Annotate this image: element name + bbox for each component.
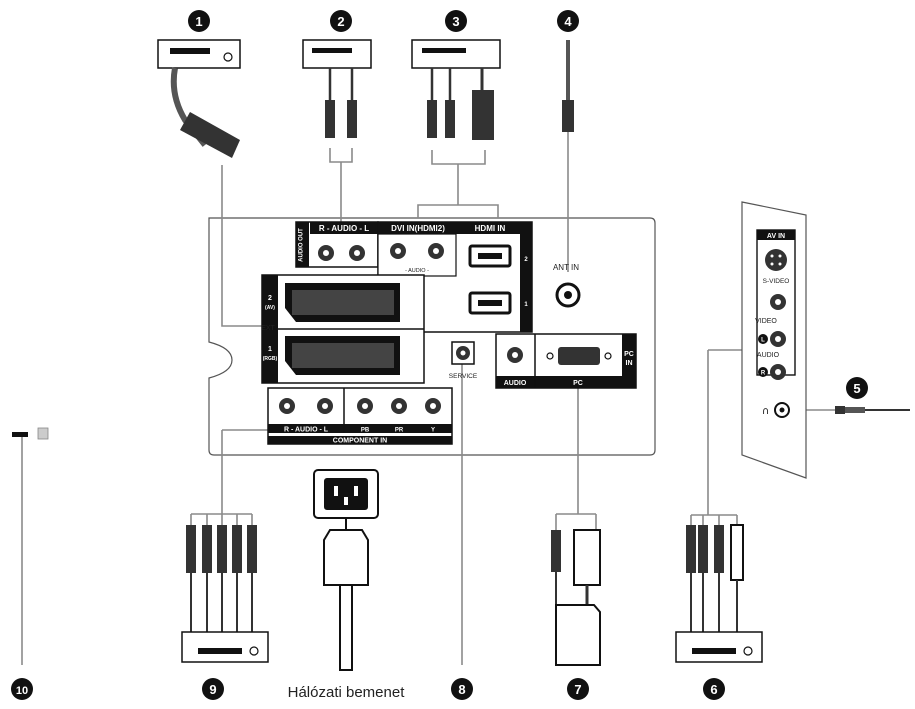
- kensington-slot[interactable]: [12, 432, 28, 437]
- s-video-label: S-VIDEO: [763, 278, 790, 285]
- service-block: SERVICE: [449, 341, 478, 380]
- svg-text:9: 9: [209, 682, 216, 697]
- s-video-jack[interactable]: [765, 249, 787, 271]
- ext-scart-block: 2 (AV) 1 (RGB) EXT: [261, 274, 425, 384]
- callout-2: 2: [330, 10, 352, 32]
- service-label: SERVICE: [449, 373, 478, 380]
- svg-text:7: 7: [574, 682, 581, 697]
- pc-audio-label: AUDIO: [504, 380, 527, 387]
- power-label: Hálózati bemenet: [288, 684, 406, 701]
- callout-1: 1: [188, 10, 210, 32]
- side-panel: AV IN S-VIDEO VIDEO L AUDIO R ∩: [741, 201, 807, 479]
- audio-out-rl-label: R - AUDIO - L: [319, 224, 369, 233]
- antenna-cable: [562, 40, 574, 132]
- leader-lines: [190, 132, 845, 665]
- ant-in-block: ANT IN: [553, 263, 581, 308]
- device-9-component: [181, 525, 269, 663]
- video-label: VIDEO: [755, 318, 777, 325]
- ext-2-sublabel: (AV): [265, 305, 275, 311]
- scart-plug: [180, 112, 240, 158]
- dvi-in-label: DVI IN(HDMI2): [391, 224, 445, 233]
- svg-text:3: 3: [452, 14, 459, 29]
- component-pb-label: PB: [361, 428, 370, 434]
- dvi-audio-plug-l: [445, 100, 455, 138]
- antenna-plug: [562, 100, 574, 132]
- ant-in-label: ANT IN: [553, 263, 579, 272]
- pc-label: PC: [573, 380, 583, 387]
- svg-text:8: 8: [458, 682, 465, 697]
- svg-text:5: 5: [853, 381, 860, 396]
- device-2-audio: [302, 39, 372, 138]
- rca-plug-l: [347, 100, 357, 138]
- hdmi-port-2-label: 2: [524, 257, 528, 263]
- hdmi-plug: [472, 90, 494, 140]
- device-6-av: [675, 524, 763, 663]
- component-y-label: Y: [431, 428, 435, 434]
- device-1-vcr: [157, 39, 241, 158]
- lock-icon: [37, 427, 49, 440]
- callout-4: 4: [557, 10, 579, 32]
- dvi-audio-plug-r: [427, 100, 437, 138]
- audio-out-block: AUDIO OUT R - AUDIO - L: [295, 221, 379, 268]
- rca-plug-r: [325, 100, 335, 138]
- pc-in-label-1: PC: [624, 351, 634, 358]
- headphone-icon: ∩: [762, 406, 769, 417]
- pc-in-label-2: IN: [626, 360, 633, 367]
- device-3-hdmi-source: [411, 39, 501, 140]
- component-in-block: R - AUDIO - L PB PR Y COMPONENT IN: [267, 387, 453, 445]
- svg-text:10: 10: [16, 685, 28, 697]
- ext-1-sublabel: (RGB): [263, 356, 278, 362]
- av-in-label: AV IN: [767, 233, 785, 240]
- svg-text:2: 2: [337, 14, 344, 29]
- power-plug: [323, 529, 369, 586]
- callout-7: 7: [567, 678, 589, 700]
- audio-out-label: AUDIO OUT: [299, 228, 305, 262]
- pc-vga-port[interactable]: [558, 347, 600, 365]
- audio-l-label: L: [761, 338, 765, 344]
- callout-10: 10: [11, 678, 33, 700]
- audio-r-label: R: [761, 371, 766, 377]
- component-pr-label: PR: [395, 428, 404, 434]
- power-input: Hálózati bemenet: [288, 469, 406, 701]
- callout-3: 3: [445, 10, 467, 32]
- callout-5: 5: [846, 377, 868, 399]
- component-in-label: COMPONENT IN: [333, 438, 387, 445]
- device-7-pc: [551, 529, 601, 666]
- callout-8: 8: [451, 678, 473, 700]
- svg-text:6: 6: [710, 682, 717, 697]
- dvi-audio-label: - AUDIO -: [405, 268, 429, 274]
- callout-9: 9: [202, 678, 224, 700]
- side-audio-label: AUDIO: [757, 352, 780, 359]
- ext-label: EXT: [261, 325, 275, 332]
- pc-in-block: AUDIO PC PC IN: [495, 333, 637, 389]
- ext-1-label: 1: [268, 346, 272, 353]
- kensington-lock: [12, 427, 49, 665]
- component-audio-label: R - AUDIO - L: [284, 427, 329, 434]
- ext-2-label: 2: [268, 295, 272, 302]
- hdmi-in-label: HDMI IN: [475, 224, 506, 233]
- pc-box: [555, 604, 601, 666]
- callout-badges: 1 2 3 4 5 6 7 8 9 10: [11, 10, 868, 700]
- power-socket[interactable]: [324, 478, 368, 510]
- svg-text:4: 4: [564, 14, 572, 29]
- svg-text:1: 1: [195, 14, 202, 29]
- hdmi-port-1-label: 1: [524, 302, 528, 308]
- callout-6: 6: [703, 678, 725, 700]
- headphone-plug: [835, 406, 910, 414]
